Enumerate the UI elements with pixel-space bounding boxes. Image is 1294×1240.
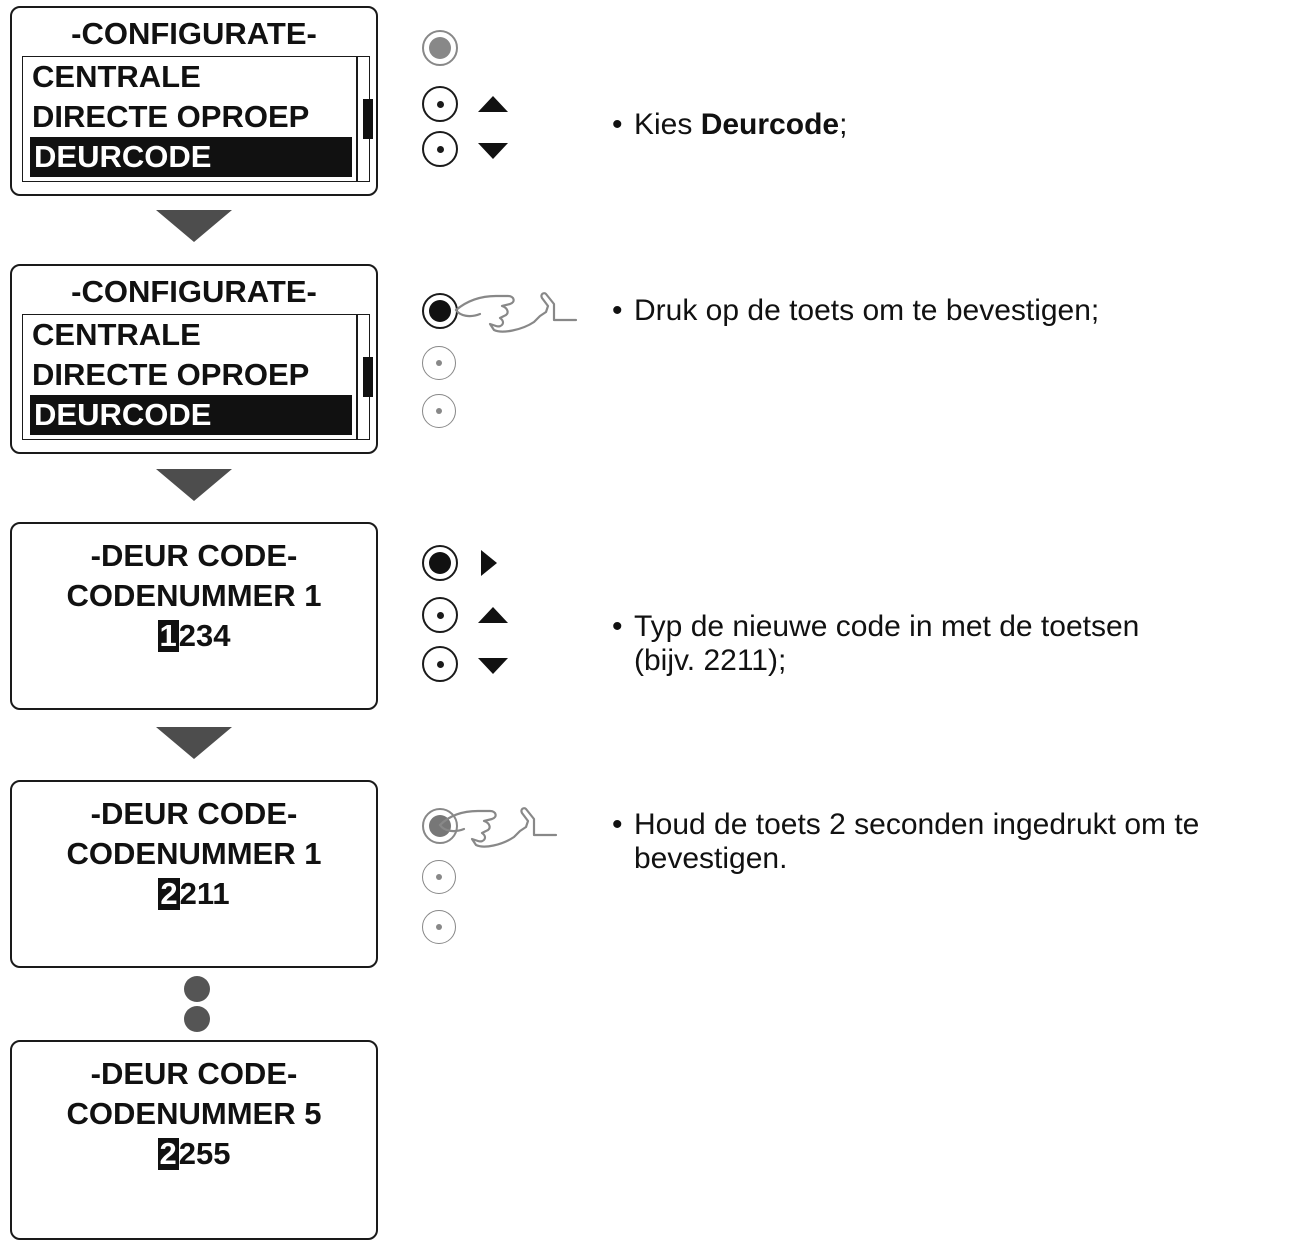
up-arrow-icon — [478, 96, 508, 112]
flow-arrow-down-icon — [156, 727, 232, 759]
bullet-icon: • — [612, 108, 623, 141]
up-arrow-icon — [478, 607, 508, 623]
down-button-icon — [422, 131, 458, 167]
down-button-icon — [422, 646, 458, 682]
instruction-text: Druk op de toets om te bevestigen; — [634, 294, 1100, 327]
flow-arrow-down-icon — [156, 210, 232, 242]
menu-item-directe-oproep: DIRECTE OPROEP — [32, 99, 310, 134]
menu-list: CENTRALE DIRECTE OPROEP DEURCODE — [22, 314, 373, 440]
instruction-text: Houd de toets 2 seconden ingedrukt om te — [634, 808, 1200, 841]
code-rest: 211 — [179, 876, 230, 911]
code-cursor-digit: 2 — [158, 876, 180, 911]
right-arrow-icon — [481, 550, 497, 576]
code-number-label: CODENUMMER 5 — [66, 1096, 322, 1131]
display-screen-5: -DEUR CODE- CODENUMMER 5 2255 — [10, 1040, 378, 1240]
bullet-icon: • — [612, 294, 623, 327]
code-cursor-digit: 2 — [157, 1136, 179, 1171]
scrollbar-divider — [356, 57, 358, 181]
down-arrow-icon — [478, 658, 508, 674]
select-button-icon — [422, 545, 458, 581]
continuation-dot-icon — [184, 1006, 210, 1032]
display-screen-4: -DEUR CODE- CODENUMMER 1 2211 — [10, 780, 378, 968]
menu-item-centrale: CENTRALE — [32, 59, 201, 94]
up-button-icon — [422, 860, 456, 894]
code-number-label: CODENUMMER 1 — [66, 836, 322, 871]
code-value: 2255 — [12, 1134, 376, 1174]
instruction-text: Kies — [634, 108, 701, 141]
display-screen-2: -CONFIGURATE- CENTRALE DIRECTE OPROEP DE… — [10, 264, 378, 454]
scrollbar-thumb — [363, 99, 373, 139]
screen-title: -DEUR CODE- — [90, 796, 298, 831]
scrollbar-divider — [356, 315, 358, 439]
select-button-icon — [422, 30, 458, 66]
code-value: 2211 — [12, 874, 376, 914]
instruction-step-2: • Druk op de toets om te bevestigen; — [612, 294, 1099, 328]
menu-list: CENTRALE DIRECTE OPROEP DEURCODE — [22, 56, 373, 182]
code-rest: 234 — [178, 618, 231, 653]
screen-title: -CONFIGURATE- — [71, 16, 317, 51]
menu-item-deurcode-selected: DEURCODE — [30, 137, 352, 177]
menu-item-directe-oproep: DIRECTE OPROEP — [32, 357, 310, 392]
menu-item-deurcode-selected: DEURCODE — [30, 395, 352, 435]
down-button-icon — [422, 394, 456, 428]
code-number-label: CODENUMMER 1 — [66, 578, 322, 613]
instruction-keyword: Deurcode — [700, 108, 840, 141]
bullet-icon: • — [612, 610, 623, 643]
pressing-hand-icon — [454, 292, 578, 333]
down-button-icon — [422, 910, 456, 944]
bullet-icon: • — [612, 808, 623, 841]
screen-title: -DEUR CODE- — [90, 1056, 298, 1091]
instruction-text: Typ de nieuwe code in met de toetsen — [634, 610, 1140, 643]
instruction-suffix: ; — [839, 108, 848, 141]
down-arrow-icon — [478, 143, 508, 159]
instruction-text-continued: bevestigen. — [634, 842, 788, 875]
menu-item-centrale: CENTRALE — [32, 317, 201, 352]
up-button-icon — [422, 86, 458, 122]
select-button-icon — [422, 293, 458, 329]
instruction-step-3: • Typ de nieuwe code in met de toetsen (b… — [612, 610, 1139, 678]
screen-title: -DEUR CODE- — [90, 538, 298, 573]
flow-arrow-down-icon — [156, 469, 232, 501]
display-screen-3: -DEUR CODE- CODENUMMER 1 1234 — [10, 522, 378, 710]
instruction-step-4: • Houd de toets 2 seconden ingedrukt om t… — [612, 808, 1199, 876]
up-button-icon — [422, 346, 456, 380]
code-value: 1234 — [12, 616, 376, 656]
instruction-text-continued: (bijv. 2211); — [634, 644, 787, 677]
scrollbar-thumb — [363, 357, 373, 397]
continuation-dot-icon — [184, 976, 210, 1002]
display-screen-1: -CONFIGURATE- CENTRALE DIRECTE OPROEP DE… — [10, 6, 378, 196]
up-button-icon — [422, 597, 458, 633]
code-rest: 255 — [178, 1136, 231, 1171]
code-cursor-digit: 1 — [157, 618, 179, 653]
screen-title: -CONFIGURATE- — [71, 274, 317, 309]
instruction-step-1: • Kies Deurcode; — [612, 108, 847, 142]
pressing-hand-icon — [438, 807, 558, 848]
